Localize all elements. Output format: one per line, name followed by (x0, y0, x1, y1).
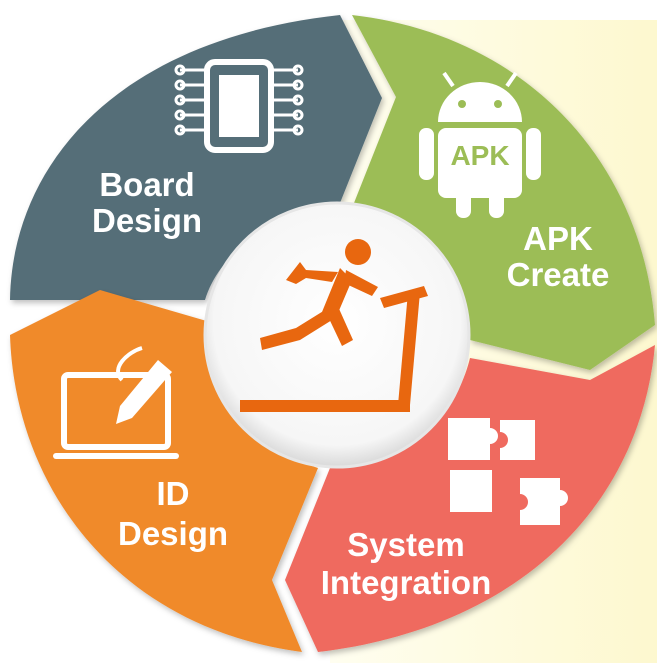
runner-treadmill-icon (240, 239, 428, 412)
id-design-label-line1: ID (157, 475, 190, 512)
system-integration-label-line1: System (347, 526, 464, 563)
apk-badge: APK (450, 140, 509, 171)
board-design-label-line2: Design (92, 202, 202, 239)
android-icon (419, 71, 541, 218)
segment-id-design[interactable] (10, 290, 318, 652)
tablet-pen-icon (53, 346, 179, 459)
system-integration-label-line2: Integration (321, 564, 492, 601)
apk-create-label-line2: Create (507, 256, 610, 293)
id-design-label-line2: Design (118, 515, 228, 552)
board-design-label-line1: Board (99, 166, 194, 203)
chip-icon (174, 59, 304, 153)
apk-create-label-line1: APK (523, 220, 593, 257)
puzzle-icon (448, 418, 568, 525)
